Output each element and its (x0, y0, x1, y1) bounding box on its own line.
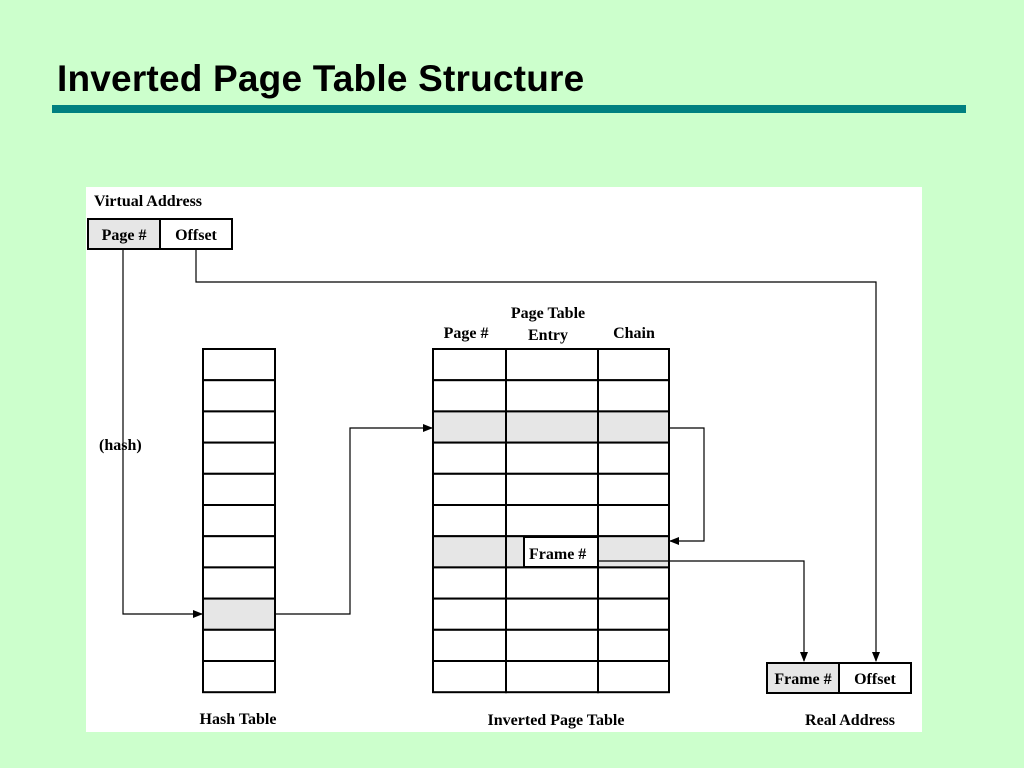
hash-table-row (202, 566, 276, 600)
chain-arrow (669, 427, 705, 545)
hash-table-row (202, 410, 276, 444)
real-offset-field (838, 662, 912, 694)
ipt-entry-cell (505, 660, 599, 694)
ipt-page-cell (432, 660, 507, 694)
ipt-row (432, 597, 670, 631)
ipt-page-cell (432, 441, 507, 475)
virtual-address-caption: Virtual Address (94, 193, 202, 210)
slide-title: Inverted Page Table Structure (57, 58, 585, 99)
real-address-caption: Real Address (805, 712, 895, 729)
ipt-entry-cell (505, 504, 599, 538)
ipt-row (432, 660, 670, 694)
ipt-entry-cell (505, 472, 599, 506)
frame-number-cell (523, 536, 599, 568)
ipt-row (432, 472, 670, 506)
ipt-row (432, 535, 670, 569)
diagram-canvas: Virtual Address Page # Offset (hash) Has… (87, 193, 912, 729)
ipt-col-entry-header-line2: Entry (528, 327, 568, 344)
inverted-page-table-caption: Inverted Page Table (488, 712, 625, 729)
ipt-chain-cell (597, 628, 670, 662)
ipt-page-cell (432, 348, 507, 382)
ipt-page-cell (432, 535, 507, 569)
hash-table (202, 348, 276, 694)
hash-table-row (202, 348, 276, 382)
ipt-entry-cell (505, 410, 599, 444)
ipt-chain-cell (597, 348, 670, 382)
virtual-page-field (87, 218, 161, 250)
ipt-chain-cell (597, 535, 670, 569)
ipt-row (432, 628, 670, 662)
hash-table-row (202, 597, 276, 631)
hash-arrow (122, 249, 203, 618)
virtual-address-box: Page # Offset (87, 218, 233, 250)
offset-arrow (195, 249, 880, 662)
hash-table-row (202, 535, 276, 569)
ipt-chain-cell (597, 566, 670, 600)
ipt-page-cell (432, 379, 507, 413)
real-address-box: Frame # Offset (766, 662, 912, 694)
ipt-chain-cell (597, 441, 670, 475)
hash-table-row (202, 660, 276, 694)
ipt-entry-cell (505, 628, 599, 662)
inverted-page-table (432, 348, 670, 694)
ipt-row (432, 348, 670, 382)
ipt-entry-cell (505, 348, 599, 382)
virtual-page-label: Page # (102, 227, 147, 244)
ipt-row (432, 566, 670, 600)
hash-table-row (202, 441, 276, 475)
hash-table-row (202, 628, 276, 662)
ipt-page-cell (432, 597, 507, 631)
ipt-entry-cell (505, 597, 599, 631)
ipt-entry-cell (505, 566, 599, 600)
hash-table-caption: Hash Table (200, 711, 277, 728)
ipt-chain-cell (597, 660, 670, 694)
inverted-page-table-diagram: Virtual Address Page # Offset (hash) Has… (86, 187, 922, 732)
real-frame-field (766, 662, 840, 694)
ipt-chain-cell (597, 504, 670, 538)
ipt-chain-cell (597, 472, 670, 506)
hash-to-ipt-arrow (275, 424, 433, 615)
ipt-row (432, 410, 670, 444)
ipt-entry-cell (505, 379, 599, 413)
ipt-page-cell (432, 566, 507, 600)
ipt-page-cell (432, 628, 507, 662)
ipt-col-chain-header: Chain (613, 325, 655, 342)
real-frame-label: Frame # (774, 671, 831, 688)
ipt-page-cell (432, 410, 507, 444)
ipt-col-page-header: Page # (444, 325, 489, 342)
real-offset-label: Offset (854, 671, 896, 688)
title-rule (52, 105, 966, 113)
ipt-page-cell (432, 504, 507, 538)
ipt-chain-cell (597, 597, 670, 631)
frame-number-label: Frame # (529, 546, 586, 563)
ipt-chain-cell (597, 410, 670, 444)
virtual-offset-label: Offset (175, 227, 217, 244)
ipt-page-cell (432, 472, 507, 506)
frame-to-real-arrow (598, 560, 808, 662)
hash-function-label: (hash) (99, 437, 142, 454)
ipt-chain-cell (597, 379, 670, 413)
hash-table-row (202, 379, 276, 413)
ipt-row (432, 441, 670, 475)
ipt-row (432, 504, 670, 538)
hash-table-row (202, 472, 276, 506)
ipt-col-entry-header-line1: Page Table (511, 305, 585, 322)
hash-table-row (202, 504, 276, 538)
ipt-entry-cell (505, 441, 599, 475)
ipt-row (432, 379, 670, 413)
